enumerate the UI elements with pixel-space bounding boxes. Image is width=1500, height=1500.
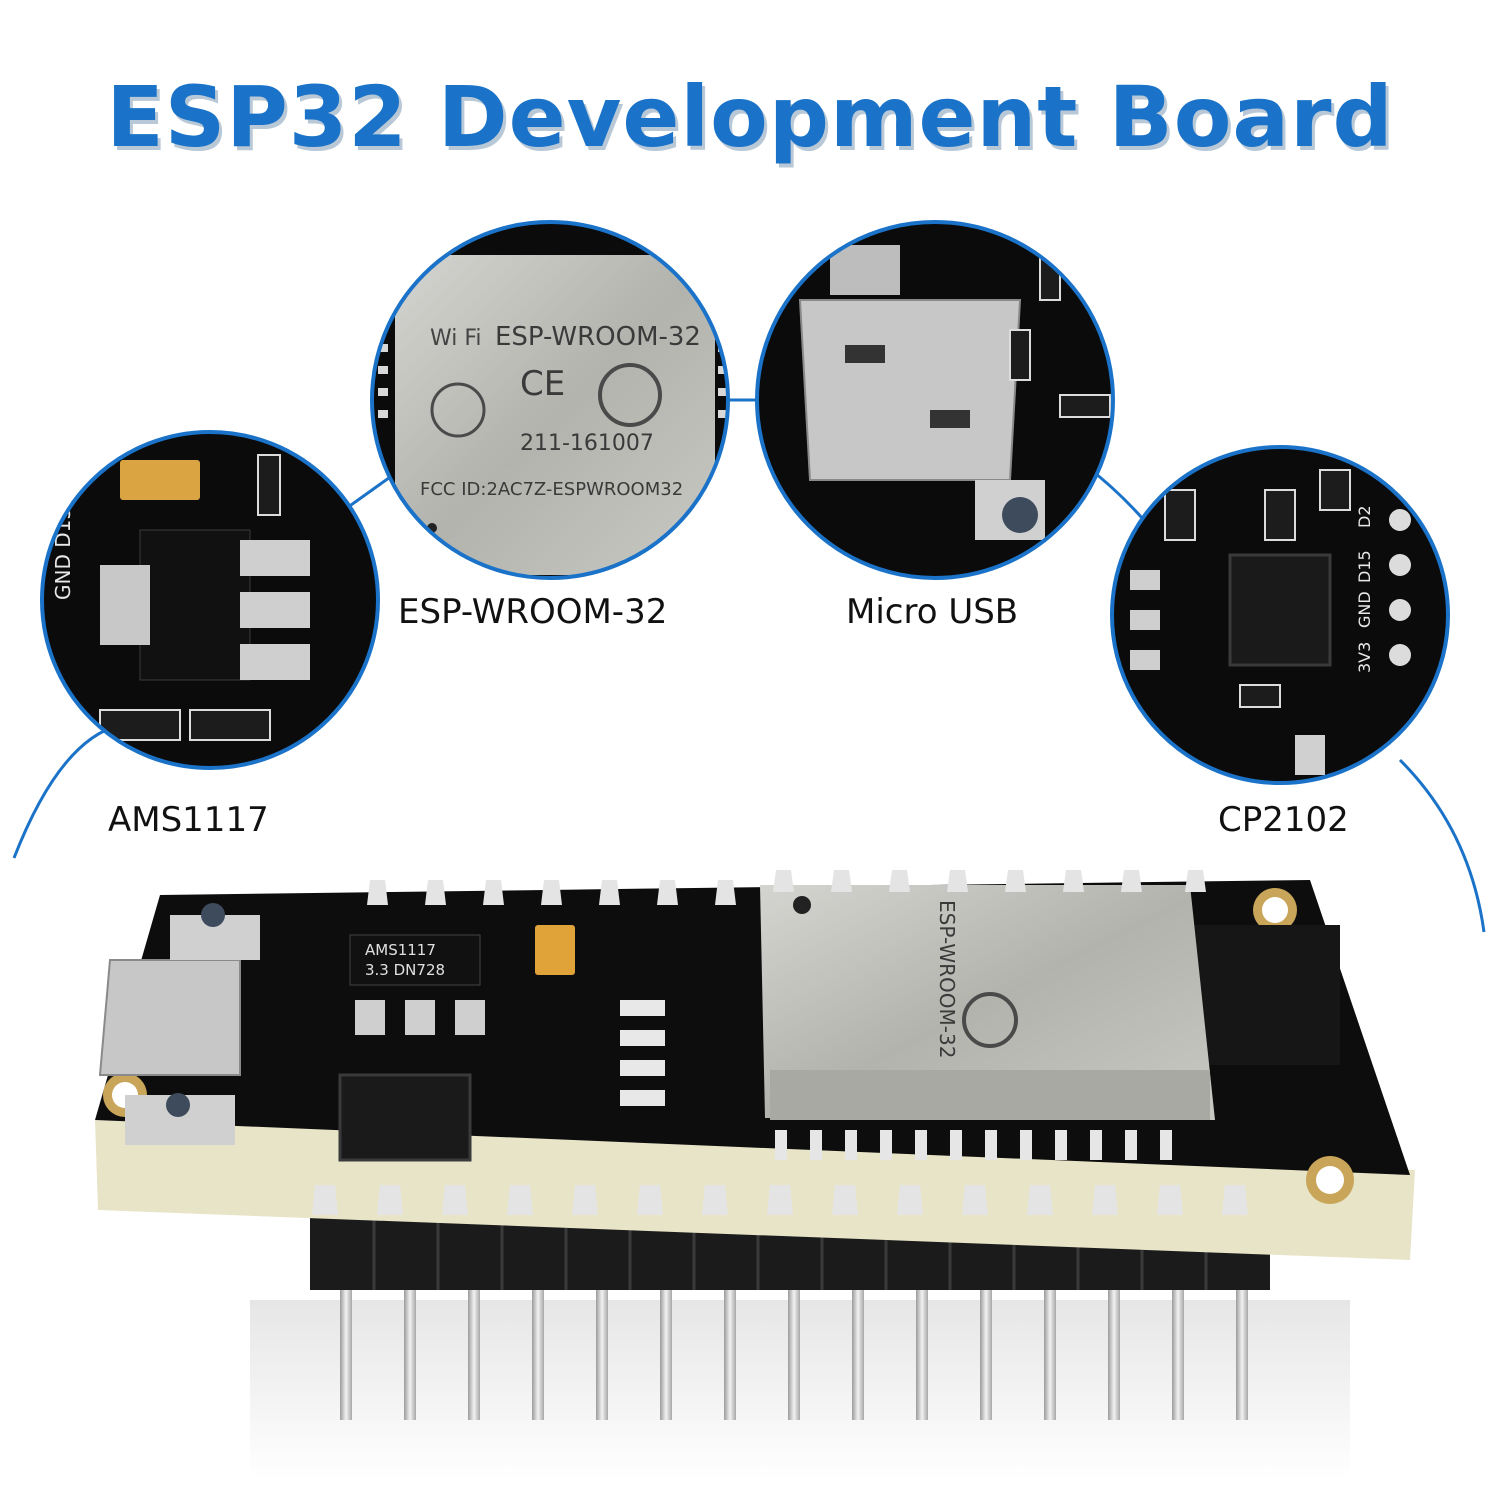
regulator-marking-line1: AMS1117 [365, 941, 436, 959]
callout-label-micro-usb: Micro USB [846, 592, 1019, 632]
cp2102-pin-label: 3V3 [1355, 642, 1374, 673]
regulator-marking-line2: 3.3 DN728 [365, 961, 445, 979]
callout-label-esp-wroom-32: ESP-WROOM-32 [398, 592, 668, 632]
board-module-name: ESP-WROOM-32 [935, 900, 959, 1058]
cp2102-pin-label: D2 [1355, 506, 1374, 529]
cp2102-zoom: D2 D15 GND 3V3 [1112, 447, 1448, 783]
page-title: ESP32 Development Board [106, 68, 1394, 166]
esp-wroom-zoom: Wi Fi ESP-WROOM-32 CE 211-161007 FCC ID:… [372, 222, 728, 578]
module-wifi-mark: Wi Fi [430, 326, 482, 351]
cp2102-pin-label: D15 [1355, 550, 1374, 583]
main-board: ESP-WROOM-32 AMS1117 3.3 DN728 [95, 870, 1415, 1480]
module-fcc-marking: FCC ID:2AC7Z-ESPWROOM32 [420, 479, 683, 500]
callout-label-cp2102: CP2102 [1218, 800, 1349, 840]
module-r-code: 211-161007 [520, 431, 654, 456]
callout-label-ams1117: AMS1117 [108, 800, 269, 840]
module-ce-marking: CE [520, 364, 565, 404]
callout-line [1398, 758, 1486, 933]
cp2102-pin-label: GND [1355, 591, 1374, 628]
micro-usb-zoom [757, 222, 1113, 578]
module-name-marking: ESP-WROOM-32 [495, 322, 701, 352]
callout-line [12, 723, 121, 859]
